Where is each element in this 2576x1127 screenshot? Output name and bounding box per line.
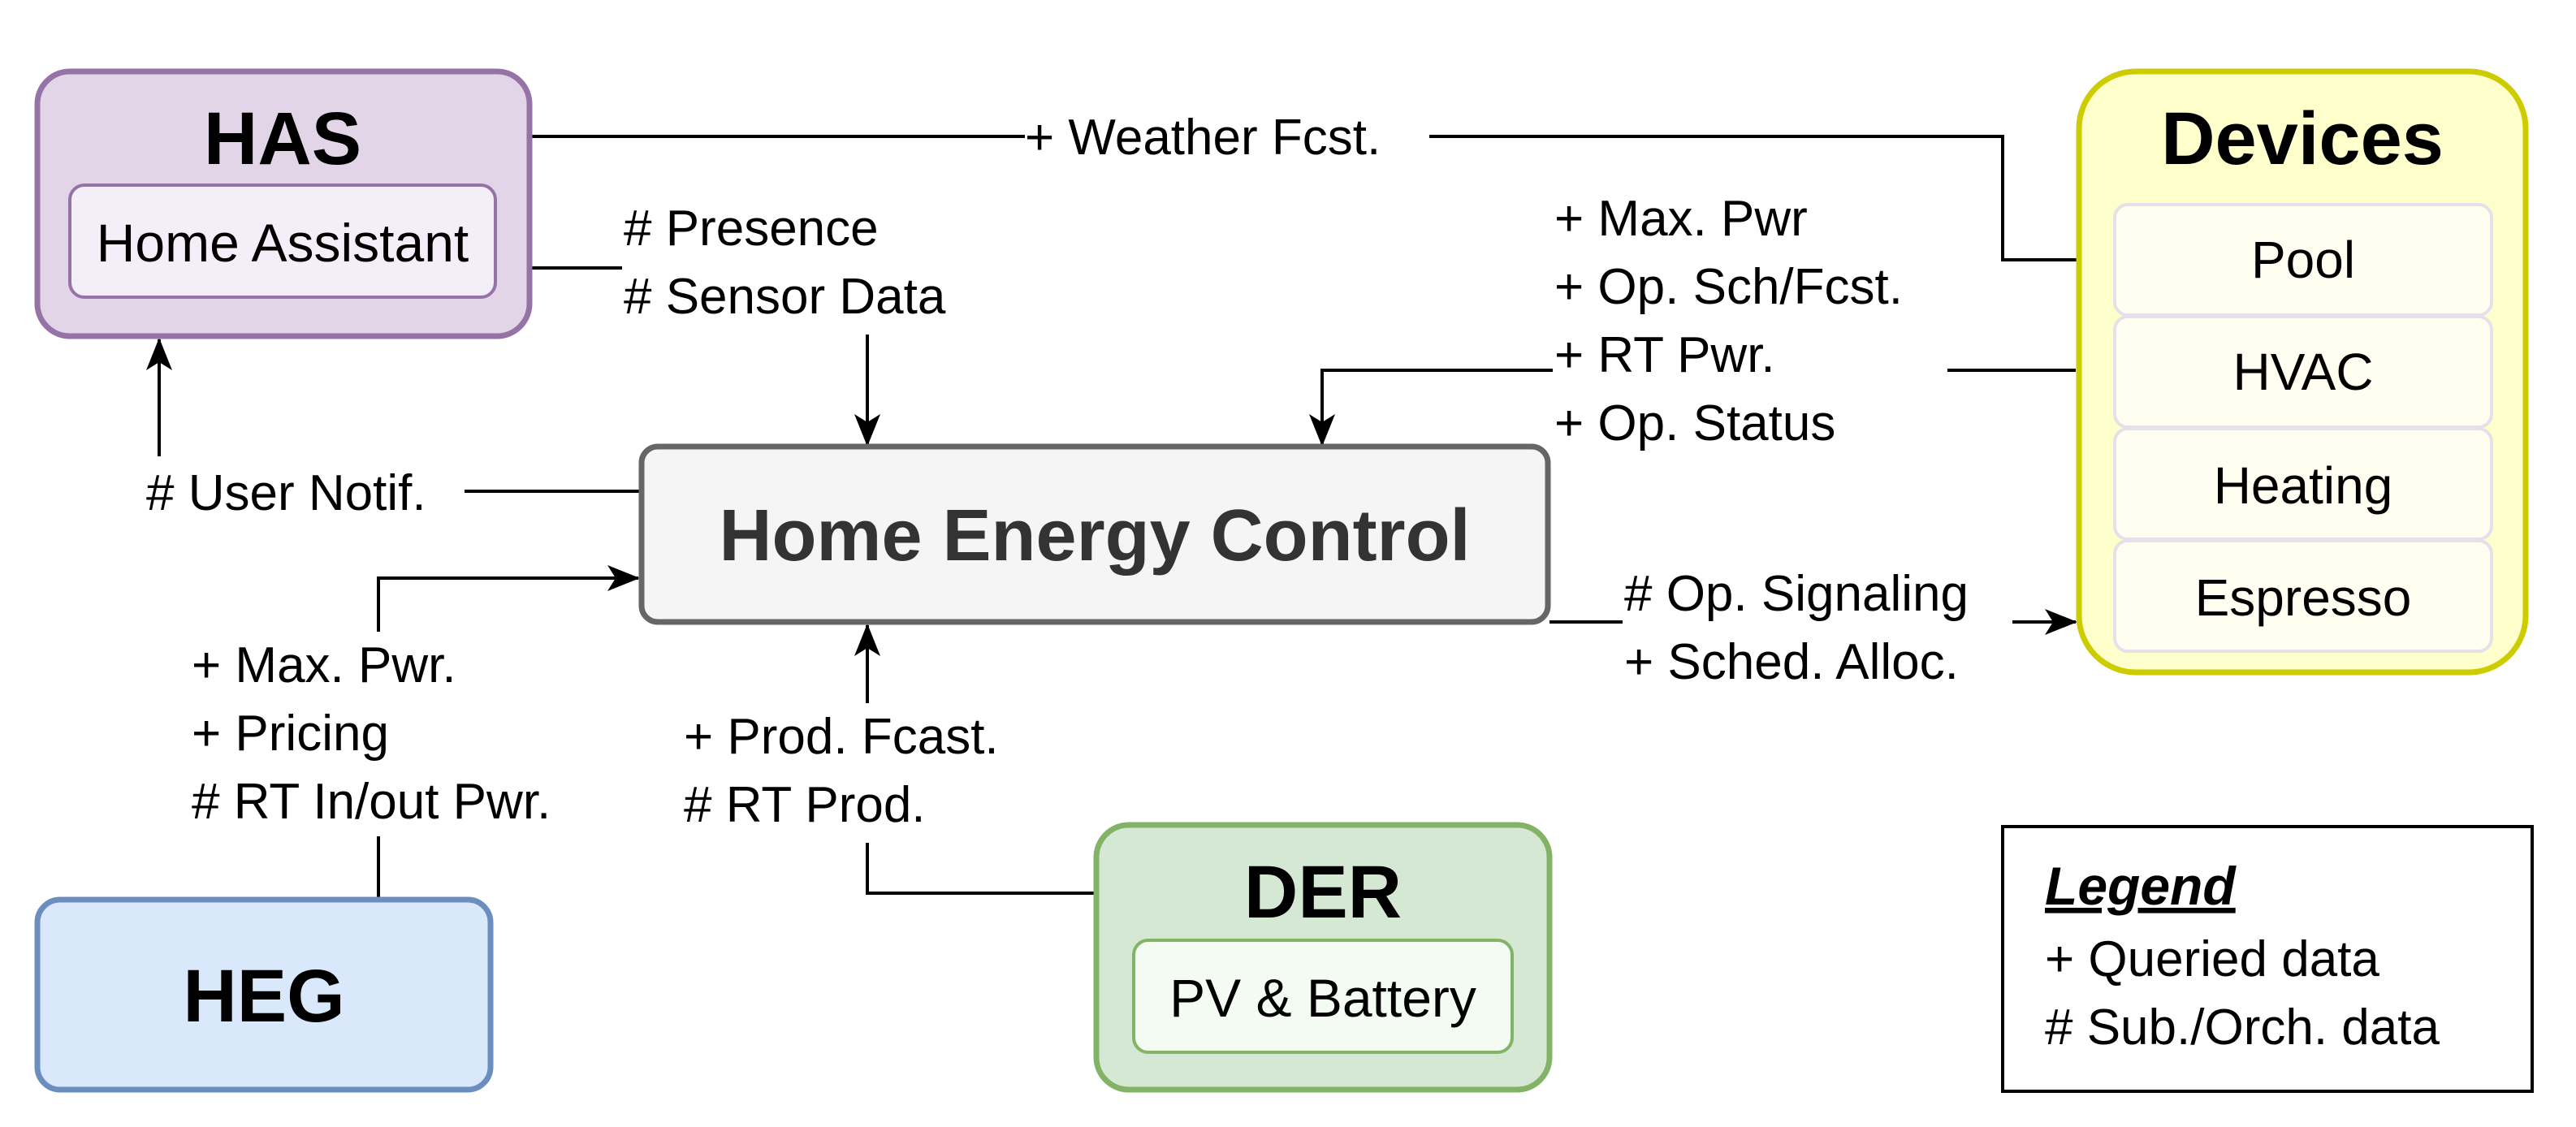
has-sub-box	[68, 184, 497, 299]
edge-der-bottom	[866, 843, 1095, 895]
has-title: HAS	[204, 97, 361, 180]
label-device-data-line-2: + Op. Sch/Fcst.	[1554, 259, 1903, 315]
label-presence-line-1: # Presence	[624, 201, 879, 257]
legend-title: Legend	[2045, 856, 2237, 916]
label-device-data-line-4: + Op. Status	[1554, 395, 1835, 451]
label-device-data-line-3: + RT Pwr.	[1554, 327, 1775, 383]
label-heg-data-line-2: + Pricing	[192, 706, 389, 762]
has-sub-label: Home Assistant	[97, 213, 469, 273]
label-weather-forecast: + Weather Fcst.	[1025, 110, 1381, 166]
device-item-espresso-box	[2113, 539, 2493, 653]
hec-title: Home Energy Control	[719, 495, 1470, 576]
device-item-hvac: HVAC	[2232, 343, 2373, 401]
heg-box	[34, 896, 494, 1093]
edge-device-data-left	[1309, 369, 1553, 447]
label-heg-data: + Max. Pwr. + Pricing # RT In/out Pwr.	[192, 637, 551, 830]
hec-box	[638, 443, 1551, 625]
node-has: HAS Home Assistant	[34, 68, 533, 339]
label-user-notif: # User Notif.	[146, 465, 426, 521]
device-item-espresso: Espresso	[2195, 568, 2412, 627]
label-presence: # Presence # Sensor Data	[624, 201, 946, 325]
label-device-data-line-1: + Max. Pwr	[1554, 191, 1808, 247]
node-devices: Devices Pool HVAC Heating Espresso	[2076, 68, 2529, 676]
label-signaling-line-1: # Op. Signaling	[1624, 566, 1969, 622]
device-item-heating: Heating	[2214, 456, 2393, 515]
edge-heg-top	[377, 565, 640, 632]
label-der-data-line-2: # RT Prod.	[684, 777, 926, 833]
label-presence-line-2: # Sensor Data	[624, 269, 946, 325]
der-title: DER	[1244, 851, 1402, 934]
node-hec: Home Energy Control	[638, 443, 1551, 625]
legend: Legend + Queried data # Sub./Orch. data	[2001, 825, 2534, 1093]
legend-box	[2001, 825, 2534, 1093]
label-heg-data-line-3: # RT In/out Pwr.	[192, 774, 551, 830]
label-der-data-line-1: + Prod. Fcast.	[684, 709, 999, 765]
device-item-pool: Pool	[2251, 231, 2355, 289]
der-sub-label: PV & Battery	[1169, 968, 1476, 1028]
node-der: DER PV & Battery	[1093, 822, 1553, 1093]
edge-weather-forecast	[528, 135, 2113, 260]
label-device-data: + Max. Pwr + Op. Sch/Fcst. + RT Pwr. + O…	[1554, 191, 1903, 451]
label-signaling: # Op. Signaling + Sched. Alloc.	[1624, 566, 1969, 690]
label-heg-data-line-1: + Max. Pwr.	[192, 637, 456, 693]
legend-item-queried: + Queried data	[2045, 931, 2379, 987]
der-sub-box	[1132, 939, 1514, 1054]
devices-title: Devices	[2161, 97, 2444, 180]
heg-title: HEG	[183, 955, 344, 1038]
label-signaling-line-2: + Sched. Alloc.	[1624, 634, 1959, 690]
label-der-data: + Prod. Fcast. # RT Prod.	[684, 709, 999, 833]
devices-list: Pool HVAC Heating Espresso	[2113, 203, 2493, 653]
node-heg: HEG	[34, 896, 494, 1093]
legend-item-sub-orch: # Sub./Orch. data	[2045, 1000, 2440, 1056]
